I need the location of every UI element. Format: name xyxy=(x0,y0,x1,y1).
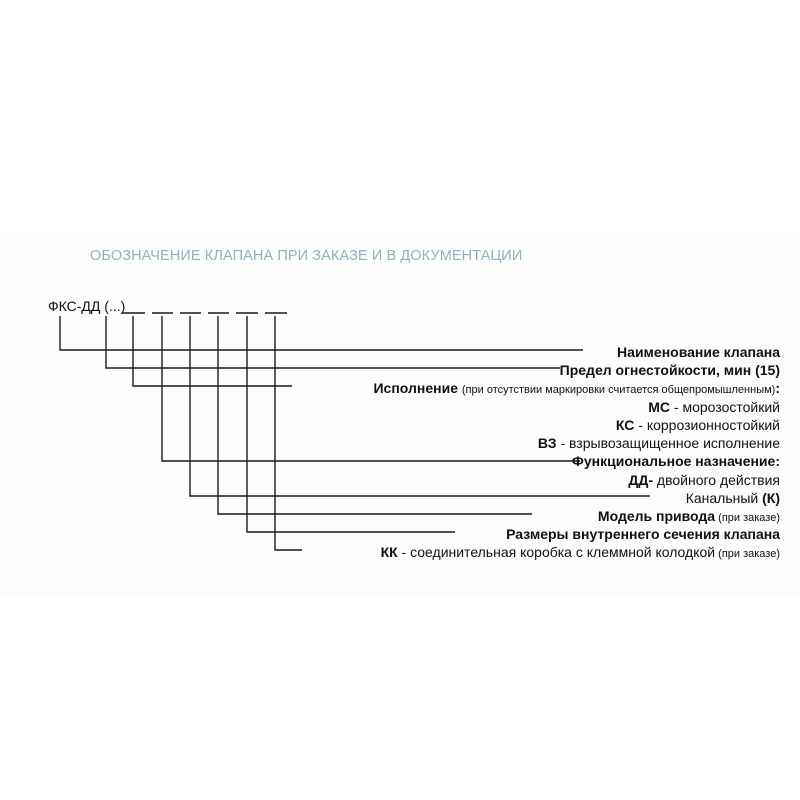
label-channel: Канальный (К) xyxy=(685,490,780,506)
leader-line-version xyxy=(132,316,292,387)
label-explosion-proof: ВЗ - взрывозащищенное исполнение xyxy=(537,435,780,451)
diagram-title: ОБОЗНАЧЕНИЕ КЛАПАНА ПРИ ЗАКАЗЕ И В ДОКУМ… xyxy=(90,248,523,264)
label-drive-model: Модель привода (при заказе) xyxy=(597,508,780,524)
leader-line-channel xyxy=(189,316,650,497)
diagram-background xyxy=(0,233,800,595)
label-dimensions: Размеры внутреннего сечения клапана xyxy=(506,526,780,542)
label-function: Функциональное назначение: xyxy=(571,453,780,469)
leader-line-junction-box xyxy=(274,316,302,551)
label-valve-name: Наименование клапана xyxy=(617,344,780,360)
label-corrosion-resistant: КС - коррозионностойкий xyxy=(615,417,780,433)
label-version: Исполнение (при отсутствии маркировки сч… xyxy=(373,380,780,396)
label-double-action: ДД- двойного действия xyxy=(628,472,780,488)
label-frost-resistant: МС - морозостойкий xyxy=(648,399,780,415)
label-fire-resistance: Предел огнестойкости, мин (15) xyxy=(559,362,780,378)
leader-line-function xyxy=(161,316,580,462)
valve-code: ФКС-ДД (...) xyxy=(48,298,126,314)
label-junction-box: КК - соединительная коробка с клеммной к… xyxy=(380,544,780,560)
leader-line-fire-resistance xyxy=(105,316,560,369)
leader-line-name xyxy=(59,316,583,351)
leader-line-dimensions xyxy=(246,316,455,533)
leader-line-drive-model xyxy=(217,316,532,515)
